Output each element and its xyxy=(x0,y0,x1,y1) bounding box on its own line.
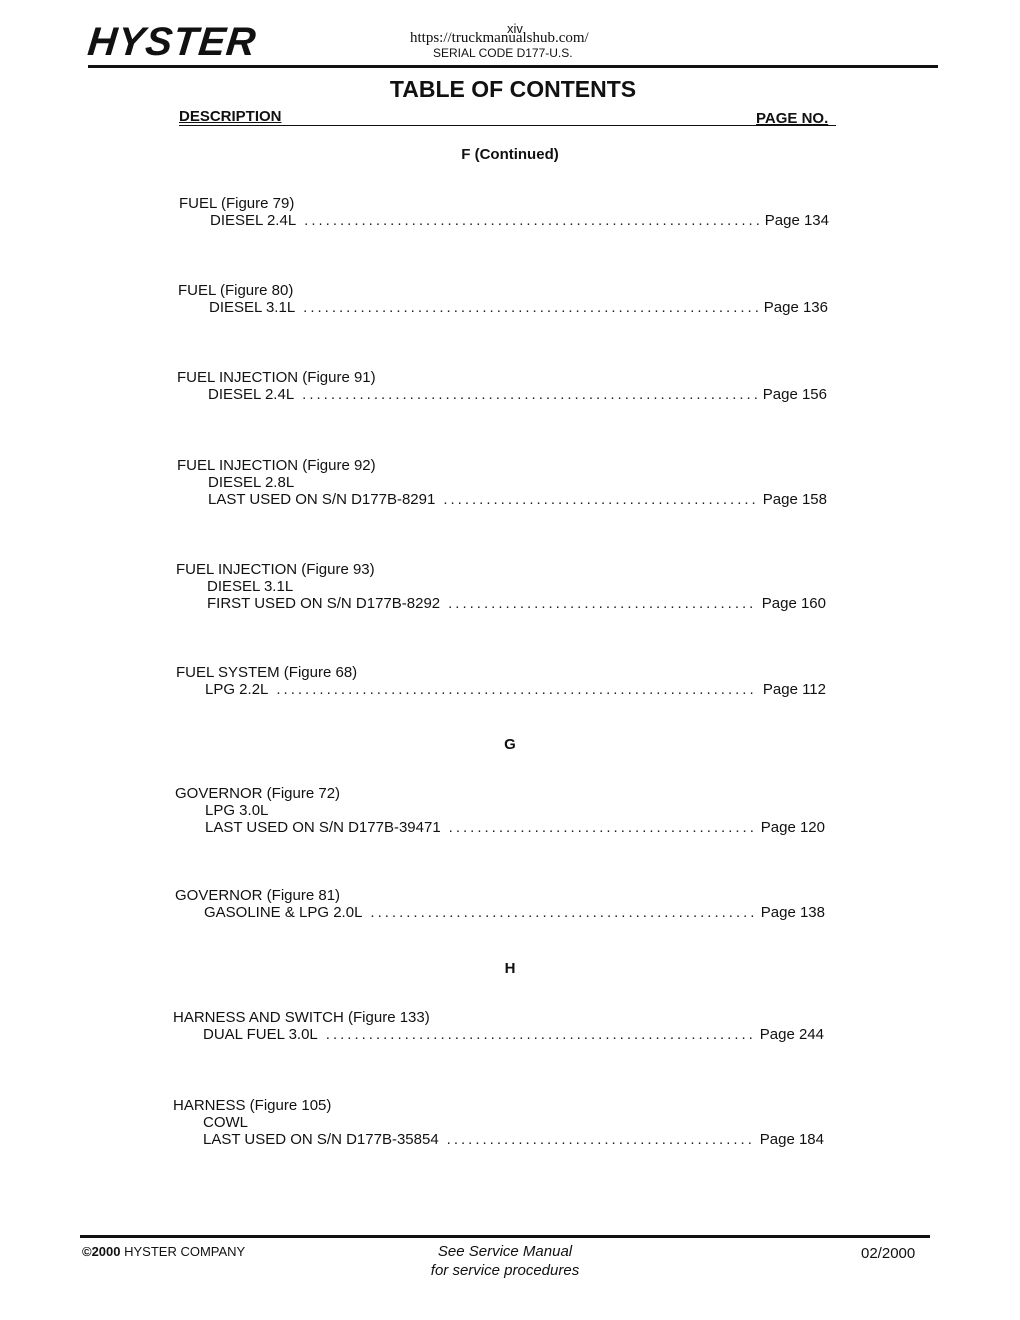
toc-entry[interactable]: FUEL (Figure 80) DIESEL 3.1L ...........… xyxy=(178,282,828,316)
toc-entry[interactable]: FUEL INJECTION (Figure 92) DIESEL 2.8L L… xyxy=(177,457,827,508)
dot-leader: ........................................… xyxy=(370,904,754,921)
entry-subtitle: LAST USED ON S/N D177B-35854 xyxy=(203,1131,439,1148)
column-header-rule xyxy=(179,125,836,126)
entry-page: Page 156 xyxy=(762,386,827,403)
dot-leader: ........................................… xyxy=(443,491,757,508)
header-divider xyxy=(88,65,938,68)
entry-title: FUEL (Figure 80) xyxy=(178,282,294,299)
entry-title: GOVERNOR (Figure 72) xyxy=(175,785,341,802)
dot-leader: ........................................… xyxy=(302,386,757,403)
entry-page: Page 158 xyxy=(762,491,827,508)
entry-subtitle: FIRST USED ON S/N D177B-8292 xyxy=(207,595,441,612)
dot-leader: ........................................… xyxy=(446,1131,754,1148)
entry-subtitle: LPG 3.0L xyxy=(205,802,269,819)
entry-page: Page 244 xyxy=(759,1026,824,1043)
dot-leader: ........................................… xyxy=(303,299,758,316)
footer-note-line2: for service procedures xyxy=(430,1262,580,1279)
entry-subtitle: DIESEL 2.8L xyxy=(208,474,295,491)
entry-subtitle: LPG 2.2L xyxy=(205,681,269,698)
entry-subtitle: DIESEL 3.1L xyxy=(209,299,296,316)
entry-subtitle: COWL xyxy=(203,1114,248,1131)
entry-subtitle: DIESEL 2.4L xyxy=(210,212,297,229)
section-heading-h: H xyxy=(504,960,516,977)
entry-subtitle: DUAL FUEL 3.0L xyxy=(203,1026,318,1043)
dot-leader: ........................................… xyxy=(276,681,757,698)
dot-leader: ........................................… xyxy=(304,212,759,229)
footer-divider xyxy=(80,1235,930,1238)
entry-page: Page 120 xyxy=(760,819,825,836)
entry-title: HARNESS (Figure 105) xyxy=(173,1097,332,1114)
entry-title: GOVERNOR (Figure 81) xyxy=(175,887,341,904)
entry-title: FUEL INJECTION (Figure 92) xyxy=(177,457,376,474)
column-header-page: PAGE NO. xyxy=(756,110,829,127)
entry-subtitle: LAST USED ON S/N D177B-8291 xyxy=(208,491,436,508)
entry-page: Page 112 xyxy=(762,681,826,698)
column-header-description: DESCRIPTION xyxy=(179,108,282,125)
entry-page: Page 160 xyxy=(761,595,826,612)
copyright-company: HYSTER COMPANY xyxy=(120,1244,246,1259)
toc-entry[interactable]: FUEL INJECTION (Figure 91) DIESEL 2.4L .… xyxy=(177,369,827,403)
hyster-logo: HYSTER xyxy=(85,20,259,64)
toc-entry[interactable]: GOVERNOR (Figure 81) GASOLINE & LPG 2.0L… xyxy=(175,887,825,921)
toc-entry[interactable]: HARNESS (Figure 105) COWL LAST USED ON S… xyxy=(173,1097,824,1148)
footer-note-line1: See Service Manual xyxy=(437,1243,573,1260)
toc-entry[interactable]: GOVERNOR (Figure 72) LPG 3.0L LAST USED … xyxy=(175,785,825,836)
entry-subtitle: DIESEL 2.4L xyxy=(208,386,295,403)
entry-title: FUEL (Figure 79) xyxy=(179,195,295,212)
serial-code: SERIAL CODE D177-U.S. xyxy=(433,46,573,60)
entry-page: Page 136 xyxy=(763,299,828,316)
entry-page: Page 134 xyxy=(764,212,829,229)
toc-entry[interactable]: FUEL SYSTEM (Figure 68) LPG 2.2L .......… xyxy=(176,664,826,698)
section-heading-f: F (Continued) xyxy=(461,146,559,163)
copyright: ©2000 HYSTER COMPANY xyxy=(82,1244,245,1260)
source-url[interactable]: https://truckmanualshub.com/ xyxy=(410,30,589,46)
dot-leader: ........................................… xyxy=(448,595,756,612)
entry-subtitle: DIESEL 3.1L xyxy=(207,578,294,595)
page-number: xiv xyxy=(507,21,523,36)
toc-entry[interactable]: FUEL (Figure 79) DIESEL 2.4L ...........… xyxy=(179,195,829,229)
page-title: TABLE OF CONTENTS xyxy=(389,76,637,102)
dot-leader: ........................................… xyxy=(448,819,755,836)
entry-title: HARNESS AND SWITCH (Figure 133) xyxy=(173,1009,430,1026)
copyright-year: ©2000 xyxy=(82,1244,121,1259)
entry-title: FUEL INJECTION (Figure 91) xyxy=(177,369,376,386)
entry-title: FUEL INJECTION (Figure 93) xyxy=(176,561,375,578)
entry-title: FUEL SYSTEM (Figure 68) xyxy=(176,664,358,681)
entry-subtitle: LAST USED ON S/N D177B-39471 xyxy=(205,819,441,836)
section-heading-g: G xyxy=(504,736,516,753)
entry-subtitle: GASOLINE & LPG 2.0L xyxy=(204,904,363,921)
entry-page: Page 138 xyxy=(760,904,825,921)
toc-entry[interactable]: HARNESS AND SWITCH (Figure 133) DUAL FUE… xyxy=(173,1009,824,1043)
dot-leader: ........................................… xyxy=(325,1026,754,1043)
footer-date: 02/2000 xyxy=(861,1245,916,1262)
entry-page: Page 184 xyxy=(759,1131,824,1148)
footer-note: See Service Manual for service procedure… xyxy=(410,1242,600,1280)
toc-entry[interactable]: FUEL INJECTION (Figure 93) DIESEL 3.1L F… xyxy=(176,561,826,612)
